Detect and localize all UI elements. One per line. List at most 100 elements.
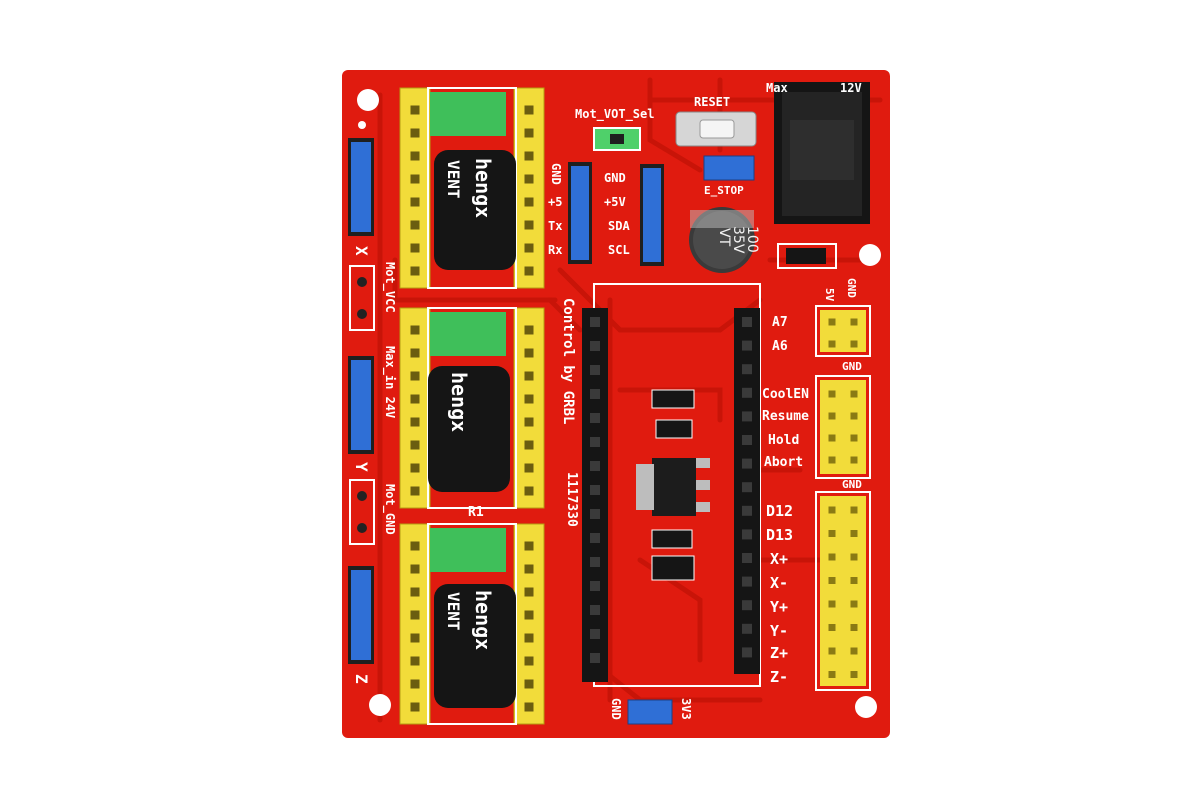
pin-hole: [410, 417, 420, 427]
pin-hole: [524, 266, 534, 276]
right-header-pins: [828, 318, 858, 678]
pin-hole: [590, 341, 600, 351]
pin-hole: [850, 624, 858, 631]
pin-hole: [850, 456, 858, 464]
label-z-plus: Z+: [770, 644, 788, 662]
label-max: Max: [766, 81, 788, 95]
smd-component: [651, 529, 693, 549]
pin-hole: [742, 647, 752, 658]
pin-hole: [850, 390, 858, 398]
mounting-hole: [369, 694, 391, 716]
pin-hole: [524, 486, 534, 496]
label-y-plus: Y+: [770, 598, 788, 616]
pin-hole: [410, 371, 420, 381]
pin-hole: [850, 318, 858, 326]
driver-socket-x: [399, 87, 545, 289]
dc-power-jack: [774, 82, 870, 224]
pin-hole: [410, 105, 420, 115]
label-x-plus: X+: [770, 550, 788, 568]
label-a7: A7: [772, 315, 788, 330]
pin-hole: [410, 541, 420, 551]
mounting-hole: [859, 244, 881, 266]
pin-hole: [524, 679, 534, 689]
pin-hole: [742, 387, 752, 398]
pin-hole: [742, 553, 752, 563]
axis-connector-x: [348, 138, 374, 236]
pin-hole: [524, 633, 534, 643]
pin-hole: [850, 671, 858, 678]
label-a6: A6: [772, 339, 788, 354]
label-gnd-lower: GND: [842, 478, 862, 491]
pin-hole: [590, 629, 600, 639]
pin-hole: [524, 541, 534, 551]
label-r1: R1: [468, 505, 484, 520]
pin-hole: [828, 456, 836, 464]
pin-hole: [742, 458, 752, 469]
pin-hole: [410, 486, 420, 496]
capacitor-vent-z: VENT: [444, 592, 463, 631]
label-gnd-uart: GND: [549, 163, 563, 185]
pin-hole: [590, 389, 600, 399]
io-header: [815, 491, 871, 691]
label-plus5v: +5V: [604, 195, 626, 209]
label-y-minus: Y-: [770, 622, 788, 640]
pin-hole: [590, 509, 600, 519]
pin-hole: [742, 576, 752, 587]
label-3v3: 3V3: [679, 698, 693, 720]
label-x-minus: X-: [770, 574, 788, 592]
pin-hole: [850, 577, 858, 584]
label-gnd-i2c: GND: [604, 171, 626, 185]
pin-hole: [524, 564, 534, 574]
pin-hole: [524, 243, 534, 253]
pin-hole: [742, 317, 752, 327]
pin-hole: [524, 440, 534, 450]
pin-hole: [742, 411, 752, 422]
pin-hole: [850, 600, 858, 608]
pin-hole: [524, 325, 534, 335]
pin-hole: [742, 364, 752, 375]
pin-hole: [524, 174, 534, 184]
pin-hole: [410, 564, 420, 574]
pin-hole: [524, 371, 534, 381]
pin-hole: [410, 656, 420, 666]
pin-hole: [410, 394, 420, 404]
label-axis-x: X: [352, 246, 371, 256]
pin-hole: [850, 434, 858, 442]
label-mot-vot-sel: Mot_VOT_Sel: [575, 107, 654, 122]
label-5v: 5V: [823, 288, 836, 302]
cap-rating-35v: 35V: [730, 226, 746, 254]
capacitor-vent-x: VENT: [444, 160, 463, 199]
pin-hole: [410, 679, 420, 689]
label-hold: Hold: [768, 433, 799, 448]
power-pad-vcc: [349, 265, 375, 331]
pin-hole: [590, 581, 600, 591]
pin-hole: [524, 463, 534, 473]
pin-hole: [590, 461, 600, 471]
pin-hole: [524, 128, 534, 138]
label-plus5-uart: +5: [548, 195, 562, 209]
pin-hole: [828, 340, 836, 348]
label-scl: SCL: [608, 243, 630, 257]
cap-rating-100: 100: [744, 226, 760, 253]
pin-hole: [524, 151, 534, 161]
pin-hole: [828, 318, 836, 326]
mounting-hole: [357, 89, 379, 111]
label-mot-vcc: Mot_VCC: [382, 262, 397, 313]
pin-hole: [410, 440, 420, 450]
pin-hole: [590, 605, 600, 615]
pin-hole: [828, 671, 836, 678]
pin-hole: [524, 220, 534, 230]
pin-hole: [524, 610, 534, 620]
axis-connector-y: [348, 356, 374, 454]
pin-hole: [742, 505, 752, 516]
label-rx: Rx: [548, 243, 562, 257]
pin-hole: [590, 365, 600, 375]
label-d13: D13: [766, 526, 793, 544]
pin-hole: [850, 530, 858, 537]
pin-hole: [410, 197, 420, 207]
e-stop-header: [703, 155, 755, 181]
pin-hole: [742, 600, 752, 611]
pin-hole: [742, 482, 752, 493]
pin-hole: [850, 553, 858, 561]
